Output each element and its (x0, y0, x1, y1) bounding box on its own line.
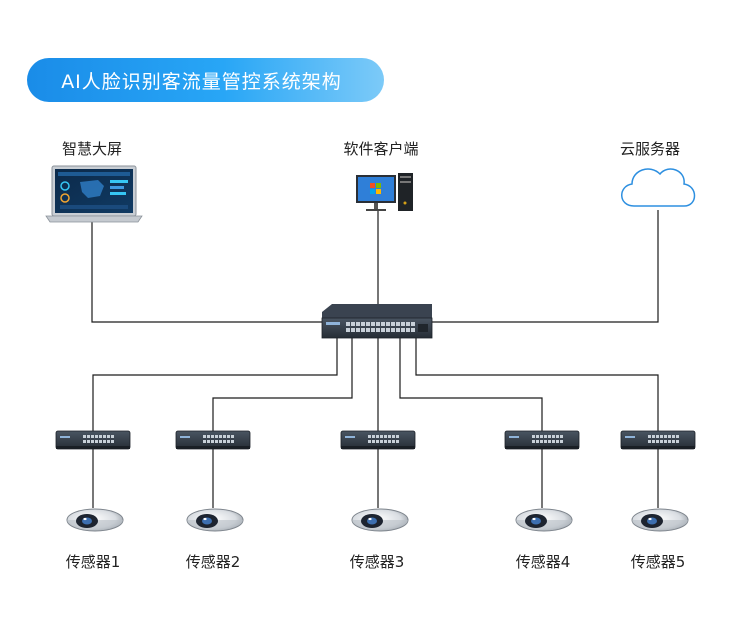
sensor-camera-icon-3 (351, 508, 409, 532)
link-cloud-switch (432, 210, 659, 323)
screen-label: 智慧大屏 (61, 140, 123, 158)
sensor-label-3: 传感器3 (349, 553, 405, 571)
sensor-label-4: 传感器4 (515, 553, 571, 571)
smart-screen-icon (45, 165, 143, 223)
cloud-icon (621, 168, 696, 207)
link-switch-2 (212, 338, 353, 431)
sensor-camera-icon-2 (186, 508, 244, 532)
sensor-label-5: 传感器5 (630, 553, 686, 571)
sensor-camera-icon-4 (515, 508, 573, 532)
connection-lines (91, 210, 659, 508)
access-switch-2 (175, 430, 251, 450)
link-switch-4 (399, 338, 543, 431)
diagram-title: AI人脸识别客流量管控系统架构 (61, 70, 342, 93)
access-switch-3 (340, 430, 416, 450)
link-switch-5 (415, 338, 659, 431)
core-switch-icon (321, 304, 433, 339)
sensor-camera-icon-1 (66, 508, 124, 532)
link-switch-1 (92, 338, 338, 431)
sensor-label-1: 传感器1 (65, 553, 121, 571)
sensor-label-2: 传感器2 (185, 553, 241, 571)
access-switch-5 (620, 430, 696, 450)
link-screen-switch (91, 218, 322, 323)
client-pc-icon (356, 173, 413, 211)
cloud-label: 云服务器 (619, 140, 681, 158)
title-banner: AI人脸识别客流量管控系统架构 (27, 58, 384, 102)
sensor-camera-icon-5 (631, 508, 689, 532)
client-label: 软件客户端 (343, 140, 419, 158)
access-switch-4 (504, 430, 580, 450)
access-switch-1 (55, 430, 131, 450)
